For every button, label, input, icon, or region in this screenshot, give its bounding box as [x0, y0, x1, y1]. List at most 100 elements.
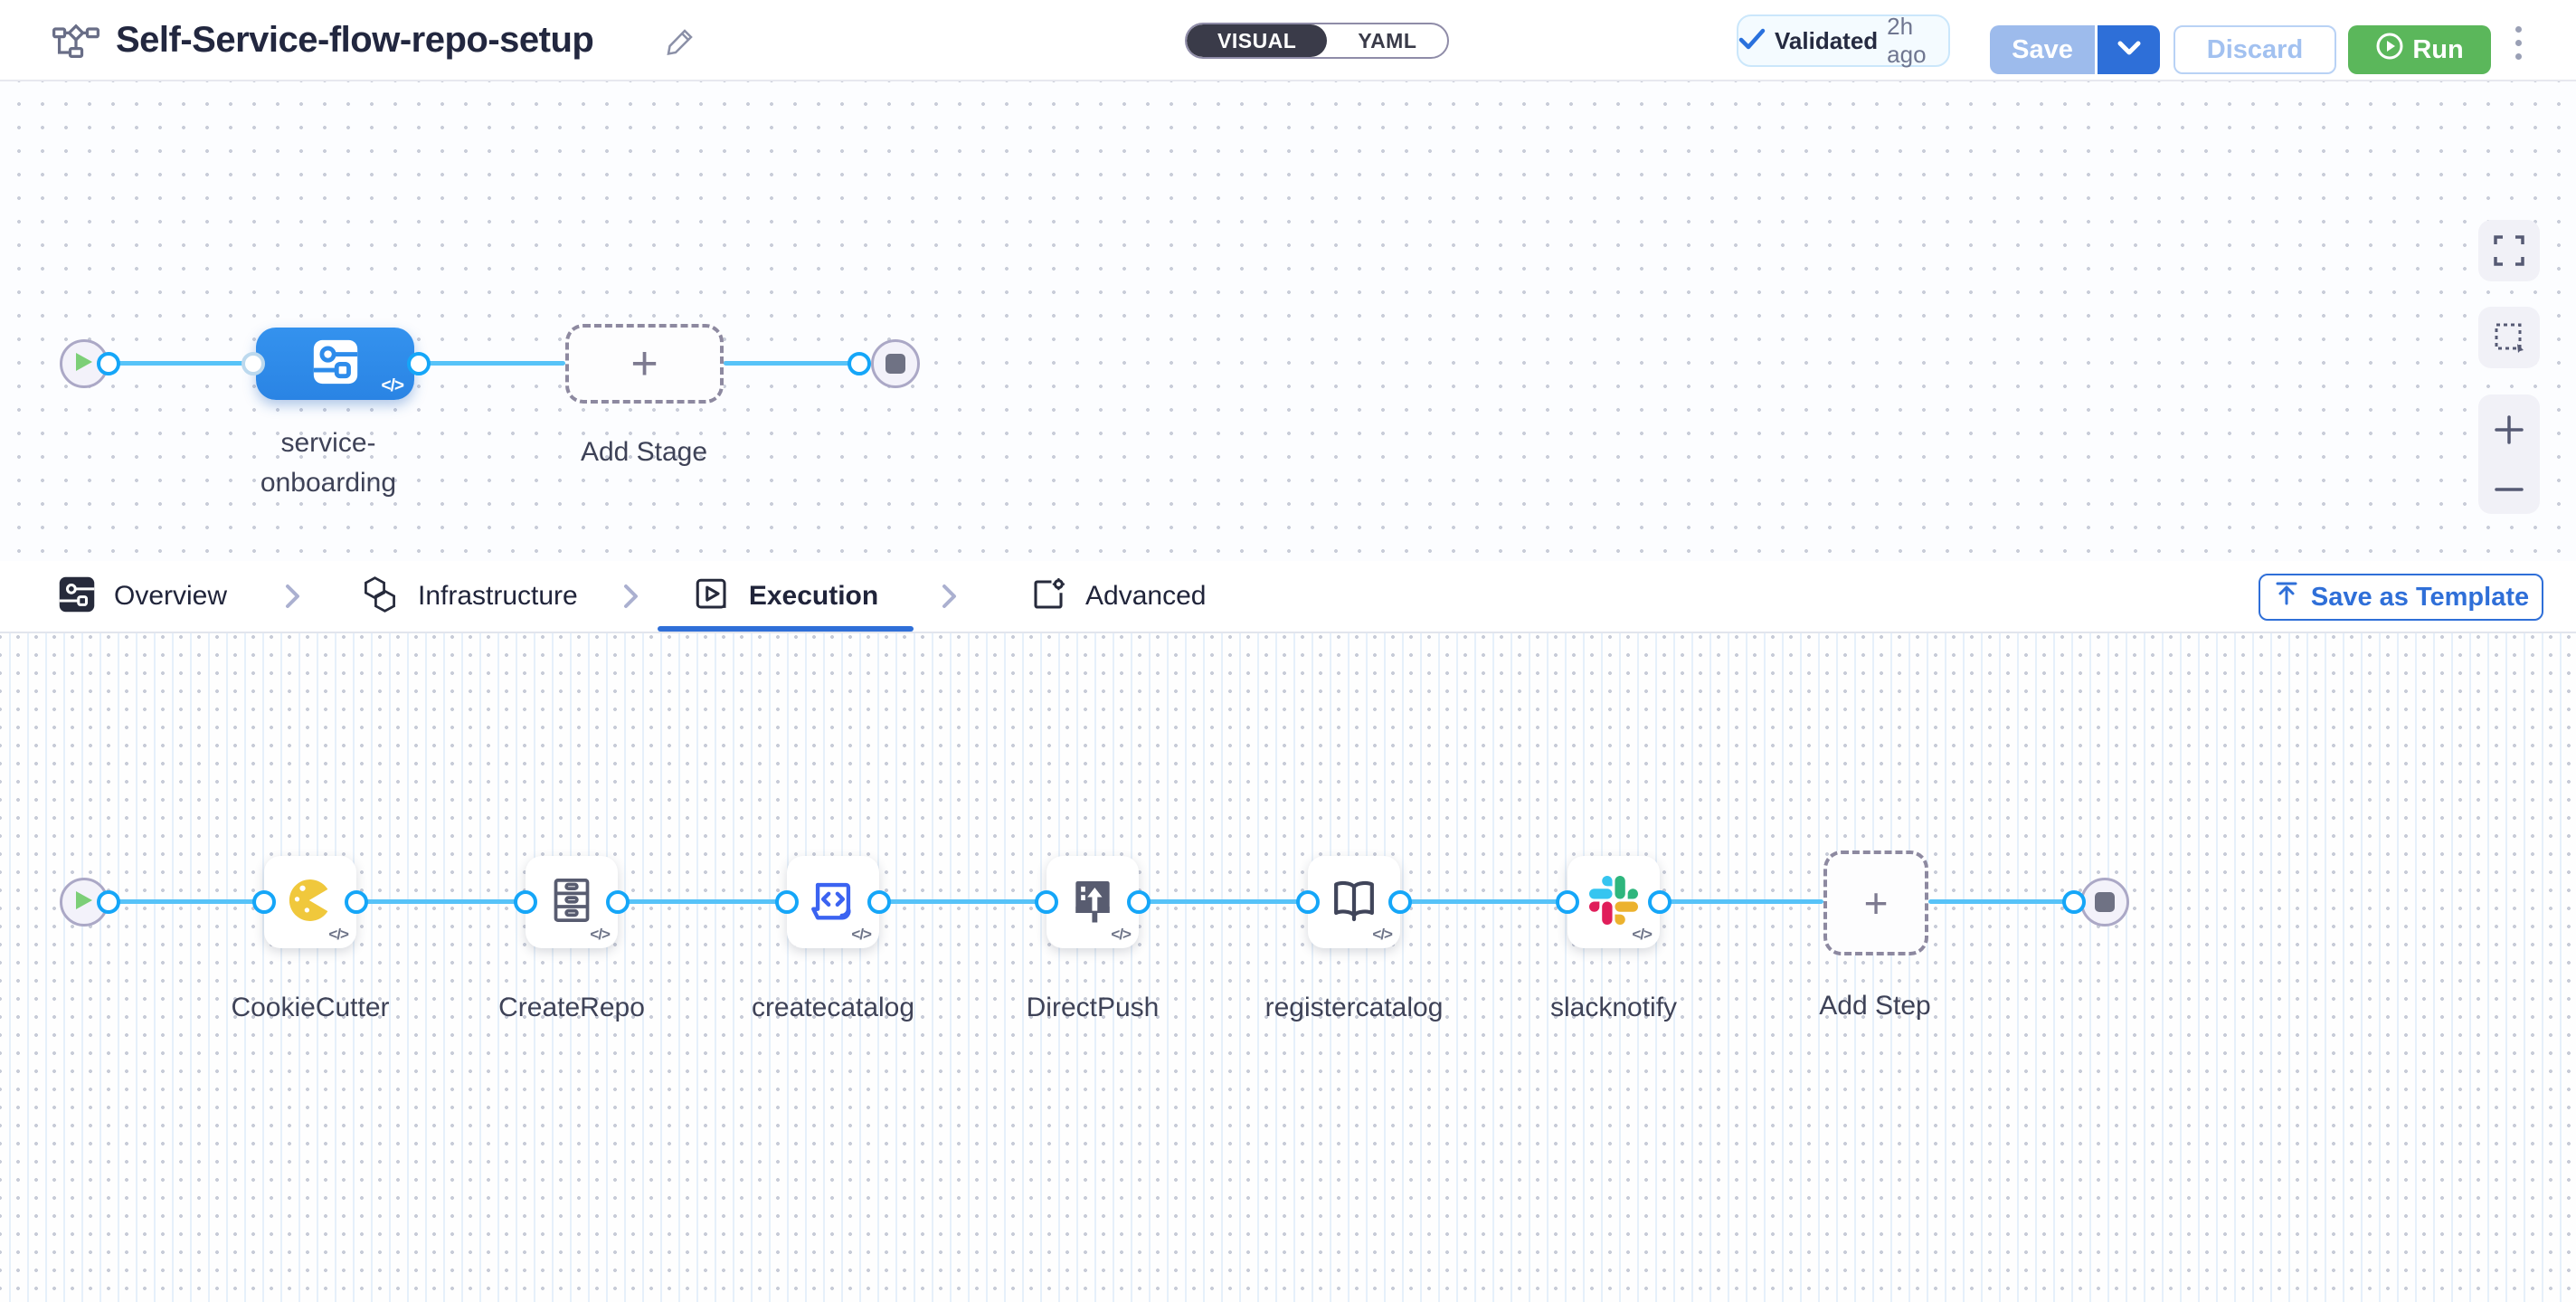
run-button[interactable]: Run [2348, 25, 2491, 74]
port [867, 890, 891, 914]
plus-icon: + [1863, 879, 1889, 927]
add-stage-button[interactable]: + [565, 324, 724, 404]
tab-infrastructure[interactable]: Infrastructure [360, 561, 578, 632]
end-node [871, 339, 920, 388]
validated-label: Validated [1775, 26, 1879, 54]
step-registercatalog[interactable]: </> [1308, 856, 1400, 948]
step-label: DirectPush [1026, 993, 1160, 1022]
run-label: Run [2412, 34, 2464, 64]
more-options-menu[interactable] [2505, 17, 2531, 68]
edge [419, 361, 565, 366]
edge [724, 361, 859, 366]
edge [1660, 899, 1823, 904]
step-cookiecutter[interactable]: </> [264, 856, 356, 948]
edge [1928, 899, 2074, 904]
overview-icon [58, 575, 96, 618]
play-icon [74, 351, 94, 377]
save-options-button[interactable] [2095, 25, 2160, 74]
stage-tabs-bar: Overview Infrastructure [0, 561, 2576, 633]
port [1648, 890, 1672, 914]
step-slacknotify[interactable]: </> [1567, 856, 1660, 948]
start-node [60, 878, 109, 927]
toggle-yaml[interactable]: YAML [1358, 28, 1417, 52]
marquee-select-button[interactable] [2478, 307, 2540, 368]
edge [1400, 899, 1567, 904]
tab-execution[interactable]: Execution [658, 561, 914, 632]
port [1035, 890, 1058, 914]
stage-label: service-onboarding [260, 428, 397, 498]
port [1296, 890, 1320, 914]
fit-to-screen-button[interactable] [2478, 220, 2540, 281]
directpush-icon [1067, 875, 1118, 930]
edge [879, 899, 1046, 904]
tab-execution-label: Execution [748, 581, 879, 611]
edge [109, 899, 264, 904]
step-directpush[interactable]: </> [1046, 856, 1139, 948]
edit-title-icon[interactable] [662, 24, 698, 60]
page-title: Self-Service-flow-repo-setup [116, 20, 594, 60]
tab-overview-label: Overview [114, 581, 228, 611]
port [242, 352, 265, 375]
save-button[interactable]: Save [1990, 25, 2095, 74]
createcatalog-icon [807, 874, 859, 931]
play-icon [74, 889, 94, 916]
save-as-template-button[interactable]: Save as Template [2259, 574, 2543, 621]
zoom-out-button[interactable] [2492, 483, 2526, 496]
port [97, 890, 120, 914]
discard-button[interactable]: Discard [2174, 25, 2336, 74]
cookiecutter-icon [284, 874, 336, 931]
step-label: slacknotify [1549, 993, 1678, 1022]
chevron-right-icon [279, 583, 306, 610]
step-label: createcatalog [751, 993, 915, 1022]
edge [356, 899, 526, 904]
edge [109, 361, 253, 366]
infrastructure-icon [360, 575, 400, 619]
port [1388, 890, 1412, 914]
stop-icon [2095, 892, 2115, 912]
add-step-button[interactable]: + [1823, 851, 1928, 955]
code-badge: </> [1111, 926, 1132, 943]
slack-icon [1589, 875, 1638, 929]
stage-canvas[interactable]: </> + service-onboarding Add Stage [0, 81, 2576, 561]
save-as-template-label: Save as Template [2310, 582, 2530, 612]
tab-infrastructure-label: Infrastructure [418, 581, 578, 611]
toggle-visual[interactable]: VISUAL [1187, 24, 1328, 57]
step-createcatalog[interactable]: </> [787, 856, 879, 948]
advanced-icon [1029, 575, 1067, 618]
port [1556, 890, 1579, 914]
port [252, 890, 276, 914]
port [848, 352, 871, 375]
edge [1139, 899, 1308, 904]
execution-icon [693, 575, 731, 618]
selected-tab-underline [658, 626, 914, 632]
step-label: registercatalog [1264, 993, 1444, 1022]
code-badge: </> [1372, 926, 1393, 943]
zoom-in-button[interactable] [2492, 413, 2526, 447]
chevron-down-icon [2117, 40, 2142, 61]
step-createrepo[interactable]: </> [526, 856, 618, 948]
check-icon [1738, 27, 1766, 55]
visual-yaml-toggle: VISUAL YAML [1185, 23, 1450, 59]
end-node [2080, 878, 2129, 927]
stage-node-service-onboarding[interactable]: </> [256, 328, 414, 400]
tab-overview[interactable]: Overview [58, 561, 227, 632]
validated-badge[interactable]: Validated 2h ago [1737, 13, 1950, 68]
execution-canvas[interactable]: </> </> [0, 633, 2576, 1302]
code-badge: </> [851, 926, 872, 943]
port [775, 890, 799, 914]
createrepo-icon [546, 875, 597, 930]
step-label: CookieCutter [231, 993, 390, 1022]
add-step-label: Add Step [1819, 991, 1931, 1021]
custom-stage-icon [309, 336, 362, 393]
port [606, 890, 630, 914]
chevron-right-icon [617, 583, 644, 610]
plus-icon: + [630, 337, 658, 390]
tab-advanced-label: Advanced [1085, 581, 1207, 611]
tab-advanced[interactable]: Advanced [1029, 561, 1206, 632]
validated-time: 2h ago [1887, 13, 1927, 68]
code-badge: </> [381, 376, 405, 395]
add-stage-label: Add Stage [580, 437, 708, 467]
port [514, 890, 537, 914]
port [1127, 890, 1151, 914]
